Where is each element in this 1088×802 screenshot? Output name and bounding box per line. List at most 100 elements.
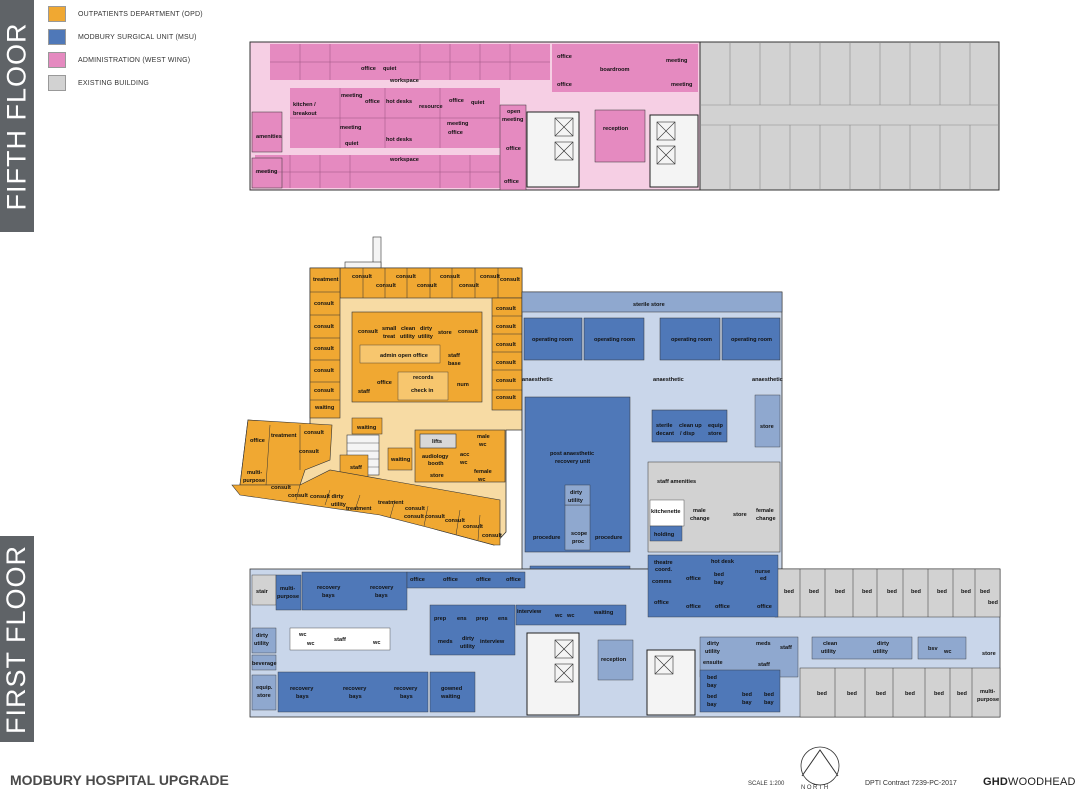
legend: OUTPATIENTS DEPARTMENT (OPD) MODBURY SUR… <box>48 6 203 98</box>
room-label: office <box>250 438 265 444</box>
room-label: quiet <box>383 66 396 72</box>
room-label: bed <box>876 691 887 697</box>
room-label: kitchen / <box>293 102 316 108</box>
room-label: consult <box>288 493 308 499</box>
room-label: kitchenette <box>651 509 681 515</box>
room-label: bed <box>817 691 828 697</box>
room-label: ens <box>498 616 508 622</box>
room-label: consult <box>459 283 479 289</box>
room-label: treatment <box>346 506 372 512</box>
room-label: reception <box>603 126 629 132</box>
room-label: nurse <box>755 569 770 575</box>
room-label: anaesthetic <box>653 377 684 383</box>
room-label: num <box>457 382 469 388</box>
legend-swatch-existing <box>48 75 66 91</box>
room-label: recovery <box>317 585 341 591</box>
room-label: bed <box>809 589 820 595</box>
room-label: reception <box>601 657 627 663</box>
fifth-meeting-sw <box>251 157 283 189</box>
room-label: staff <box>350 465 362 471</box>
room-label: staff <box>334 637 346 643</box>
msu-clean-block <box>811 636 913 660</box>
room-label: store <box>430 473 444 479</box>
brand-rest: WOODHEAD <box>1008 776 1076 788</box>
legend-swatch-msu <box>48 29 66 45</box>
room-label: clean <box>823 641 838 647</box>
room-label: bed <box>905 691 916 697</box>
room-label: office <box>757 604 772 610</box>
room-label: operating room <box>594 337 635 343</box>
room-label: office <box>506 146 521 152</box>
room-label: recovery <box>290 686 314 692</box>
msu-holding <box>649 525 683 542</box>
room-label: office <box>686 576 701 582</box>
room-label: consult <box>496 378 516 384</box>
room-label: consult <box>271 485 291 491</box>
room-label: utility <box>254 641 270 647</box>
opd-waiting-3 <box>387 447 413 471</box>
room-label: bay <box>764 700 775 706</box>
room-label: meeting <box>256 169 278 175</box>
msu-beverage <box>251 654 277 671</box>
room-label: male <box>477 434 490 440</box>
room-label: bay <box>742 700 753 706</box>
room-label: meeting <box>502 117 524 123</box>
room-label: consult <box>463 524 483 530</box>
room-label: meeting <box>447 121 469 127</box>
room-label: consult <box>314 324 334 330</box>
room-label: store <box>982 651 996 657</box>
opd-waiting-2 <box>351 417 383 435</box>
room-label: staff amenities <box>657 479 696 485</box>
fifth-admin-south <box>255 155 500 188</box>
msu-scope <box>564 504 591 551</box>
north-arrow-icon <box>800 746 840 786</box>
room-label: purpose <box>277 594 299 600</box>
room-label: consult <box>396 274 416 280</box>
msu-or-2 <box>583 317 645 361</box>
room-label: recovery <box>343 686 367 692</box>
room-label: hot desks <box>386 99 412 105</box>
room-label: waiting <box>314 405 335 411</box>
fifth-admin-ne <box>552 44 698 92</box>
room-label: meds <box>756 641 771 647</box>
room-label: utility <box>821 649 837 655</box>
room-label: scope <box>571 531 587 537</box>
room-label: dirty <box>420 326 433 332</box>
fifth-amenities <box>251 111 283 153</box>
room-label: staff <box>358 389 370 395</box>
room-label: workspace <box>389 78 419 84</box>
opd-lifts <box>419 433 457 449</box>
room-label: consult <box>440 274 460 280</box>
msu-east-beds-bottom <box>799 667 1001 718</box>
room-label: bed <box>937 589 948 595</box>
msu-sterile-store <box>521 291 783 313</box>
room-label: consult <box>358 329 378 335</box>
room-label: utility <box>400 334 416 340</box>
room-label: multi- <box>280 586 295 592</box>
opd-west-column <box>309 267 341 419</box>
room-label: hot desk <box>711 559 735 565</box>
room-label: wc <box>554 613 562 619</box>
legend-label-admin: ADMINISTRATION (WEST WING) <box>78 56 191 64</box>
msu-kitchenette <box>649 499 685 527</box>
msu-wards: theatre coord. hot desk comms office bed… <box>249 554 1001 718</box>
legend-swatch-opd <box>48 6 66 22</box>
room-label: equip <box>708 423 723 429</box>
room-label: wc <box>306 641 314 647</box>
fifth-lift-core <box>526 111 580 188</box>
room-label: store <box>438 330 452 336</box>
opd-north-row <box>339 267 523 299</box>
room-label: consult <box>376 283 396 289</box>
room-label: prep <box>476 616 489 622</box>
room-label: bed <box>714 572 725 578</box>
room-label: base <box>448 361 461 367</box>
room-label: small <box>382 326 397 332</box>
legend-item-admin: ADMINISTRATION (WEST WING) <box>48 52 203 68</box>
room-label: treat <box>383 334 395 340</box>
room-label: beverage <box>252 661 277 667</box>
room-label: office <box>448 130 463 136</box>
room-label: office <box>476 577 491 583</box>
room-label: wc <box>478 442 486 448</box>
room-label: waiting <box>390 457 411 463</box>
room-label: gowned <box>441 686 463 692</box>
